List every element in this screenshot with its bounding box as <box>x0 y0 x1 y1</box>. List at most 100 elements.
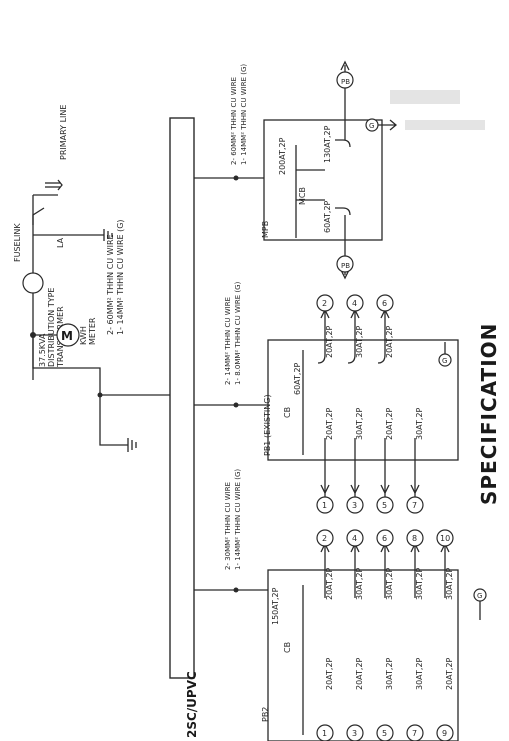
pb1-circuit-5: 5 <box>382 501 387 510</box>
pb2-wire-line-2: 1- 14MM² THHN CU WIRE (G) <box>234 469 242 570</box>
pb2-breaker-bottom-4: 30AT,2P <box>415 657 424 690</box>
pb2-circuit-10-marker <box>436 529 454 547</box>
mpb-out-bottom-circle <box>336 255 354 273</box>
pb2-circuit-7-marker <box>406 724 424 741</box>
la-label: LA <box>56 237 65 248</box>
pb2-circuit-6-marker <box>376 529 394 547</box>
pb1-breaker-top-3: 20AT,2P <box>385 325 394 358</box>
mpb-wire-line-1: 2- 60MM² THHN CU WIRE <box>230 77 238 165</box>
pb1-circuit-4-line <box>347 300 356 364</box>
pb2-breaker-top-2: 30AT,2P <box>355 567 364 600</box>
pb2-circuit-5-marker <box>376 724 394 741</box>
mpb-mcb-label: MCB <box>298 187 307 205</box>
pb2-circuit-1-marker <box>316 724 334 741</box>
pb1-circuit-1: 1 <box>322 501 327 510</box>
pb2-circuit-8: 8 <box>412 534 417 543</box>
pb2-cb-label: CB <box>283 642 292 653</box>
pb1-cb-label: CB <box>283 407 292 418</box>
pb2-main-breaker-rating: 150AT,2P <box>271 587 280 625</box>
pb2-circuit-4: 4 <box>352 534 357 543</box>
pb2-breaker-top-5: 30AT,2P <box>445 567 454 600</box>
pb2-wire-line-1: 2- 30MM² THHN CU WIRE <box>224 482 232 570</box>
pb1-main-breaker-rating: 60AT,2P <box>293 362 302 395</box>
pb1-breaker-bottom-3: 20AT,2P <box>385 407 394 440</box>
pb2-circuit-9-marker <box>436 724 454 741</box>
pb2-circuit-2-marker <box>316 529 334 547</box>
kwh-meter-symbol: M <box>61 329 73 343</box>
pb2-circuit-5: 5 <box>382 729 387 738</box>
pb1-wire-line-2: 1- 8.0MM² THHN CU WIRE (G) <box>234 281 242 385</box>
pb2-name: PB2 <box>261 707 270 722</box>
mpb-ground-label: G <box>369 122 374 130</box>
mpb-main-breaker-rating: 200AT,2P <box>278 137 287 175</box>
transformer-label-line-2: DISTRIBUTION TYPE <box>47 288 56 367</box>
specification-heading: SPECIFICATION <box>477 323 501 505</box>
pb2-ground-label: G <box>477 592 482 600</box>
mpb-branch-2-rating: 60AT,2P <box>323 200 332 233</box>
primary-line-label: PRIMARY LINE <box>59 105 68 160</box>
transformer-label-line-1: 37.5KVA <box>38 333 47 367</box>
pb1-breaker-bottom-1: 20AT,2P <box>325 407 334 440</box>
pb1-ground-label: G <box>442 357 447 365</box>
pb1-circuit-5-marker <box>376 496 394 514</box>
pb1-breaker-top-1: 20AT,2P <box>325 325 334 358</box>
pb2-circuit-8-marker <box>406 529 424 547</box>
mpb-panel <box>263 119 383 241</box>
kwh-meter-label-1: KWH <box>79 326 88 345</box>
pb1-circuit-7-marker <box>406 496 424 514</box>
mpb-branch-1-breaker <box>335 139 351 148</box>
pb2-breaker-bottom-1: 20AT,2P <box>325 657 334 690</box>
conduit-label: 2SC/UPVC <box>185 671 199 738</box>
pb2-breaker-top-1: 20AT,2P <box>325 567 334 600</box>
pb1-circuit-2-line <box>317 300 326 364</box>
pb1-circuit-4-marker <box>346 294 364 312</box>
pb1-circuit-6-marker <box>376 294 394 312</box>
mpb-branch-2-breaker <box>335 207 351 216</box>
pb1-circuit-2-marker <box>316 294 334 312</box>
pb1-breaker-top-2: 30AT,2P <box>355 325 364 358</box>
pb2-circuit-2: 2 <box>322 534 327 543</box>
pb2-circuit-7: 7 <box>412 729 417 738</box>
pb2-circuit-6: 6 <box>382 534 387 543</box>
transformer-wire-line-1: 2- 60MM² THHN CU WIRE <box>106 234 115 335</box>
pb2-circuit-3: 3 <box>352 729 357 738</box>
pb2-breaker-bottom-5: 20AT,2P <box>445 657 454 690</box>
pb2-panel <box>267 569 459 741</box>
pb1-wire-line-1: 2- 14MM² THHN CU WIRE <box>224 297 232 385</box>
pb1-name: PB1 (EXISTING) <box>263 394 272 456</box>
mpb-branch-1-rating: 130AT,2P <box>323 125 332 163</box>
pb1-circuit-3: 3 <box>352 501 357 510</box>
mpb-out-top-circle <box>336 71 354 89</box>
pb1-panel <box>267 339 459 461</box>
pb2-breaker-bottom-2: 20AT,2P <box>355 657 364 690</box>
pb2-circuit-10: 10 <box>440 534 450 543</box>
pb1-circuit-6-line <box>377 300 386 364</box>
pb1-circuit-7: 7 <box>412 501 417 510</box>
mpb-out-bottom-label: PB <box>341 262 350 270</box>
kwh-meter-icon <box>56 323 80 347</box>
pb1-circuit-3-marker <box>346 496 364 514</box>
pb2-circuit-4-marker <box>346 529 364 547</box>
fuselink-label: FUSELINK <box>13 223 22 262</box>
pb1-circuit-6: 6 <box>382 299 387 308</box>
mpb-out-top-label: PB <box>341 78 350 86</box>
kwh-meter-label-2: METER <box>88 317 97 345</box>
pb2-circuit-1: 1 <box>322 729 327 738</box>
main-bus-bar <box>169 117 195 679</box>
pb1-circuit-1-marker <box>316 496 334 514</box>
pb2-breaker-top-4: 30AT,2P <box>415 567 424 600</box>
pb1-breaker-bottom-2: 30AT,2P <box>355 407 364 440</box>
pb1-circuit-4: 4 <box>352 299 357 308</box>
pb2-breaker-top-3: 30AT,2P <box>385 567 394 600</box>
pb2-circuit-3-marker <box>346 724 364 741</box>
service-entrance-conductor <box>32 335 175 396</box>
faded-background-text <box>390 90 485 130</box>
transformer-wire-line-2: 1- 14MM² THHN CU WIRE (G) <box>116 219 125 335</box>
mpb-wire-line-2: 1- 14MM² THHN CU WIRE (G) <box>240 64 248 165</box>
fuse-circle-symbol <box>22 272 44 294</box>
la-ground-symbol <box>103 229 113 241</box>
pb1-breaker-bottom-4: 30AT,2P <box>415 407 424 440</box>
pb2-circuit-9: 9 <box>442 729 447 738</box>
transformer-ground-symbol <box>127 438 137 452</box>
